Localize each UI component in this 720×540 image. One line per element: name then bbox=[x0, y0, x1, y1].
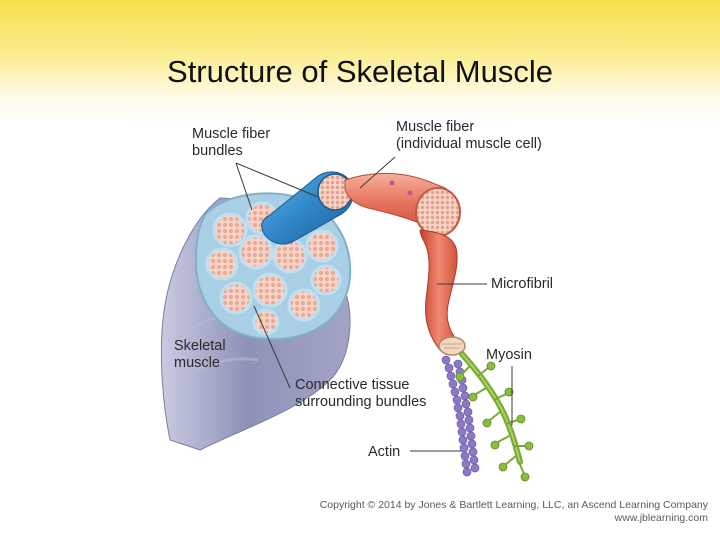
copyright-line: Copyright © 2014 by Jones & Bartlett Lea… bbox=[320, 499, 708, 512]
copyright-notice: Copyright © 2014 by Jones & Bartlett Lea… bbox=[320, 499, 708, 525]
label-skeletal-muscle: Skeletal muscle bbox=[174, 338, 226, 372]
label-muscle-fiber-line2: (individual muscle cell) bbox=[396, 136, 542, 153]
label-muscle-fiber-bundles: Muscle fiber bundles bbox=[192, 126, 270, 160]
label-myosin: Myosin bbox=[486, 347, 532, 364]
label-skeletal-muscle-line1: Skeletal bbox=[174, 338, 226, 355]
label-connective-tissue-line2: surrounding bundles bbox=[295, 394, 426, 411]
label-actin: Actin bbox=[368, 444, 400, 461]
microfibril bbox=[420, 230, 462, 350]
label-skeletal-muscle-line2: muscle bbox=[174, 355, 226, 372]
label-muscle-fiber: Muscle fiber (individual muscle cell) bbox=[396, 119, 542, 153]
leader-line-muscle-fiber-bundles-2 bbox=[236, 163, 318, 197]
label-muscle-fiber-bundles-line1: Muscle fiber bbox=[192, 126, 270, 143]
label-muscle-fiber-line1: Muscle fiber bbox=[396, 119, 542, 136]
publisher-url: www.jblearning.com bbox=[320, 512, 708, 525]
label-muscle-fiber-bundles-line2: bundles bbox=[192, 143, 270, 160]
label-connective-tissue-line1: Connective tissue bbox=[295, 377, 426, 394]
label-connective-tissue: Connective tissue surrounding bundles bbox=[295, 377, 426, 411]
label-microfibril: Microfibril bbox=[491, 276, 553, 293]
